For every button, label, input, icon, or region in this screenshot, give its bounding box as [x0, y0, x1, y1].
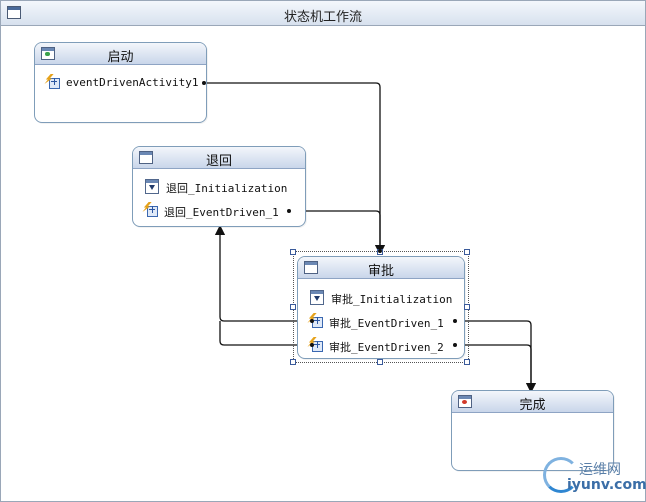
transition-connectors: [204, 82, 537, 394]
state-icon: [304, 261, 318, 274]
resize-handle[interactable]: [290, 304, 296, 310]
state-header[interactable]: 完成: [452, 391, 613, 413]
state-header[interactable]: 启动: [35, 43, 206, 65]
designer-canvas[interactable]: 启动 eventDrivenActivity1 退回 退回_Initializa…: [1, 26, 645, 502]
activity-label: eventDrivenActivity1: [66, 76, 199, 89]
state-approve[interactable]: 审批 审批_Initialization 审批_EventDriven_1 审批…: [297, 256, 465, 359]
completed-state-icon: [458, 395, 472, 408]
transition-approve2-to-complete[interactable]: [455, 344, 532, 388]
resize-handle[interactable]: [377, 359, 383, 365]
state-reject[interactable]: 退回 退回_Initialization 退回_EventDriven_1: [132, 146, 306, 227]
window-icon: [7, 6, 21, 19]
transition-start-to-approve[interactable]: [204, 82, 386, 256]
state-complete[interactable]: 完成: [451, 390, 614, 471]
state-initialization-icon: [145, 179, 159, 194]
state-header[interactable]: 审批: [298, 257, 464, 279]
state-name: 完成: [519, 397, 546, 412]
state-name: 退回: [205, 153, 232, 168]
state-name: 审批: [367, 263, 394, 278]
watermark-text-en: iyunv.com: [567, 477, 646, 493]
resize-handle[interactable]: [290, 249, 296, 255]
watermark-swirl-icon: [543, 457, 579, 493]
state-initialization-icon: [310, 290, 324, 305]
resize-handle[interactable]: [464, 359, 470, 365]
transition-approve2-to-reject[interactable]: [219, 321, 312, 346]
connection-point[interactable]: [453, 319, 457, 323]
initial-state-icon: [41, 47, 55, 60]
activity-label: 退回_EventDriven_1: [164, 206, 279, 219]
connection-point[interactable]: [378, 249, 382, 253]
activity-label: 退回_Initialization: [166, 182, 288, 195]
resize-handle[interactable]: [464, 249, 470, 255]
connection-point[interactable]: [453, 343, 457, 347]
resize-handle[interactable]: [464, 304, 470, 310]
activity-label: 审批_EventDriven_2: [329, 341, 444, 354]
state-header[interactable]: 退回: [133, 147, 305, 169]
watermark-text-cn: 运维网: [579, 462, 621, 478]
state-icon: [139, 151, 153, 164]
connection-point[interactable]: [287, 209, 291, 213]
event-driven-icon: [45, 74, 61, 90]
transition-approve1-to-reject[interactable]: [214, 224, 312, 322]
activity-label: 审批_EventDriven_1: [329, 317, 444, 330]
state-name: 启动: [107, 49, 134, 64]
transition-reject-to-approve[interactable]: [289, 210, 381, 250]
resize-handle[interactable]: [290, 359, 296, 365]
connection-point[interactable]: [310, 343, 314, 347]
connection-point[interactable]: [310, 319, 314, 323]
transition-approve1-to-complete[interactable]: [455, 320, 537, 394]
connection-point[interactable]: [202, 81, 206, 85]
window-title: 状态机工作流: [283, 9, 362, 24]
state-start[interactable]: 启动 eventDrivenActivity1: [34, 42, 207, 123]
title-bar: 状态机工作流: [1, 1, 645, 26]
activity-label: 审批_Initialization: [331, 293, 453, 306]
watermark-logo: 运维网 iyunv.com: [541, 453, 646, 499]
event-driven-icon: [143, 202, 159, 218]
